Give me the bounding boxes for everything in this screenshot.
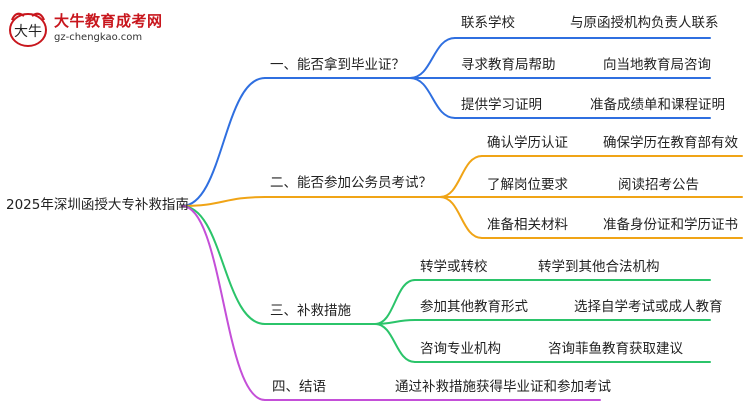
branch-3-child-1-label: 转学或转校 (420, 259, 488, 275)
branch-1-child-2-label: 寻求教育局帮助 (461, 57, 556, 73)
site-logo: 大牛 大牛教育成考网 gz-chengkao.com (6, 6, 176, 54)
link-root-branch-3 (181, 205, 266, 325)
link-b2-c3 (439, 196, 483, 239)
branch-3-child-2-label: 参加其他教育形式 (420, 299, 528, 315)
link-b2-c1 (439, 155, 483, 198)
branch-2-child-1-label: 确认学历认证 (487, 135, 568, 151)
branch-4-label: 四、结语 (272, 379, 326, 395)
branch-1-child-1-detail: 与原函授机构负责人联系 (570, 15, 719, 31)
branch-1-child-3-label: 提供学习证明 (461, 97, 542, 113)
branch-3-child-3-detail: 咨询菲鱼教育获取建议 (548, 341, 683, 357)
root-node: 2025年深圳函授大专补救指南 (6, 197, 189, 213)
link-root-branch-4 (181, 205, 266, 401)
branch-1-child-1-label: 联系学校 (461, 15, 515, 31)
link-b3-c1 (374, 279, 416, 325)
link-b1-c1 (409, 37, 456, 79)
svg-text:大牛: 大牛 (14, 24, 42, 40)
branch-2-child-1-detail: 确保学历在教育部有效 (603, 135, 738, 151)
branch-2-child-3-label: 准备相关材料 (487, 217, 568, 233)
branch-2-child-2-detail: 阅读招考公告 (618, 177, 699, 193)
link-root-branch-2 (181, 196, 266, 207)
brand-name: 大牛教育成考网 (54, 12, 163, 30)
branch-3-child-1-detail: 转学到其他合法机构 (538, 259, 660, 275)
branch-1-label: 一、能否拿到毕业证？ (270, 57, 405, 73)
branch-2-child-3-detail: 准备身份证和学历证书 (603, 217, 738, 233)
branch-1-child-3-detail: 准备成绩单和课程证明 (590, 97, 725, 113)
branch-1-child-2-detail: 向当地教育局咨询 (603, 57, 711, 73)
link-b1-c3 (409, 77, 456, 119)
bull-logo-icon: 大牛 (9, 12, 47, 47)
link-b3-c3 (374, 323, 416, 363)
brand-url: gz-chengkao.com (54, 32, 143, 43)
branch-3-label: 三、补救措施 (270, 303, 351, 319)
branch-4-child-1-label: 通过补救措施获得毕业证和参加考试 (395, 379, 611, 395)
branch-2-label: 二、能否参加公务员考试？ (270, 175, 432, 191)
branch-3-child-2-detail: 选择自学考试或成人教育 (574, 299, 723, 315)
link-root-branch-1 (181, 77, 266, 207)
branch-3-child-3-label: 咨询专业机构 (420, 341, 501, 357)
branch-2-child-2-label: 了解岗位要求 (487, 177, 568, 193)
